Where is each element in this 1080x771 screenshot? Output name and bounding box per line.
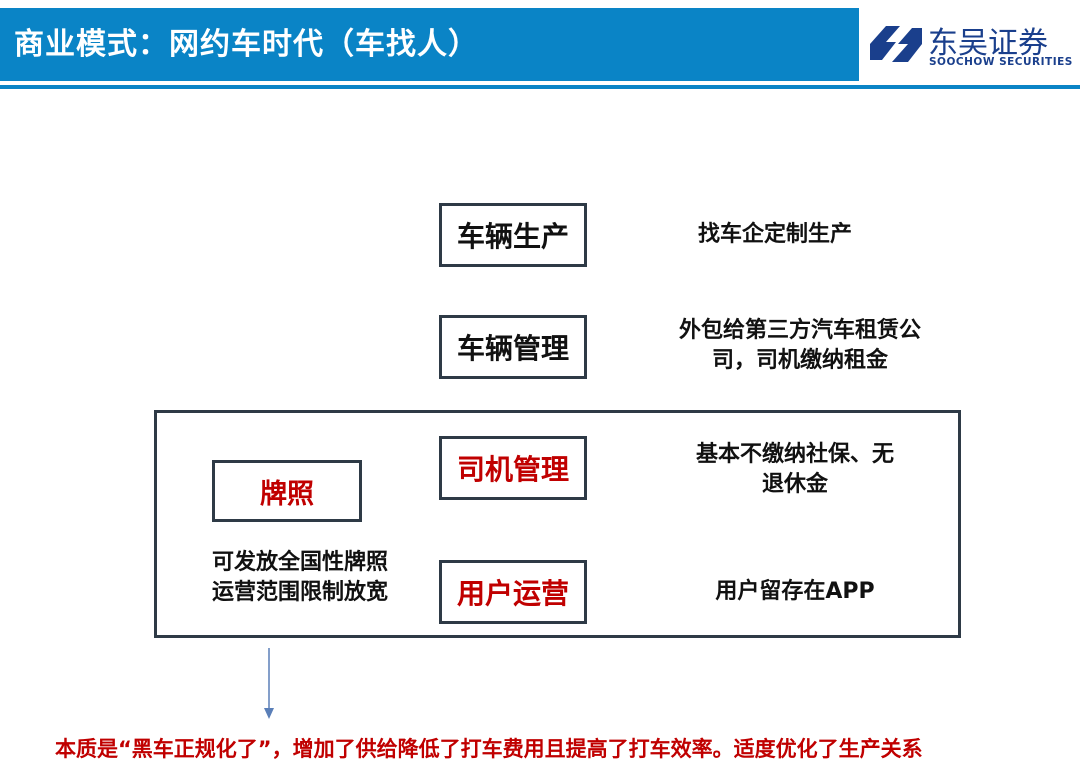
driver-management-box: 司机管理 — [439, 436, 587, 500]
vehicle-production-label: 车辆生产 — [456, 220, 569, 253]
desc-line: 用户留存在APP — [715, 579, 875, 604]
conclusion-text: 本质是“黑车正规化了”，增加了供给降低了打车费用且提高了打车效率。适度优化了生产… — [55, 737, 923, 761]
desc-line: 外包给第三方汽车租赁公 — [678, 318, 921, 343]
desc-line: 找车企定制生产 — [697, 222, 852, 247]
user-operation-box: 用户运营 — [439, 560, 587, 624]
platform-scope-frame — [154, 410, 961, 638]
logo-english-name: SOOCHOW SECURITIES — [929, 56, 1073, 68]
driver-management-desc: 基本不缴纳社保、无 退休金 — [660, 440, 930, 500]
logo-chinese-name: 东吴证券 — [928, 26, 1048, 61]
license-label: 牌照 — [260, 478, 314, 510]
vehicle-management-label: 车辆管理 — [456, 332, 569, 365]
header-bar: 商业模式：网约车时代（车找人） — [0, 8, 859, 81]
vehicle-management-desc: 外包给第三方汽车租赁公 司，司机缴纳租金 — [650, 316, 950, 376]
vehicle-production-box: 车辆生产 — [439, 203, 587, 267]
user-operation-label: 用户运营 — [456, 577, 569, 610]
down-arrow-icon — [264, 648, 274, 719]
header-divider — [0, 85, 1080, 89]
page-title: 商业模式：网约车时代（车找人） — [14, 27, 479, 62]
soochow-logo-icon — [870, 26, 922, 62]
desc-line: 运营范围限制放宽 — [211, 580, 388, 605]
driver-management-label: 司机管理 — [456, 453, 569, 486]
desc-line: 基本不缴纳社保、无 — [695, 442, 894, 467]
desc-line: 司，司机缴纳租金 — [711, 348, 888, 373]
desc-line: 可发放全国性牌照 — [211, 550, 388, 575]
license-box: 牌照 — [212, 460, 362, 522]
desc-line: 退休金 — [761, 472, 828, 497]
vehicle-management-box: 车辆管理 — [439, 315, 587, 379]
company-logo: 东吴证券 SOOCHOW SECURITIES — [866, 16, 1076, 76]
vehicle-production-desc: 找车企定制生产 — [660, 220, 890, 250]
user-operation-desc: 用户留存在APP — [680, 577, 910, 607]
license-desc: 可发放全国性牌照 运营范围限制放宽 — [190, 548, 410, 608]
